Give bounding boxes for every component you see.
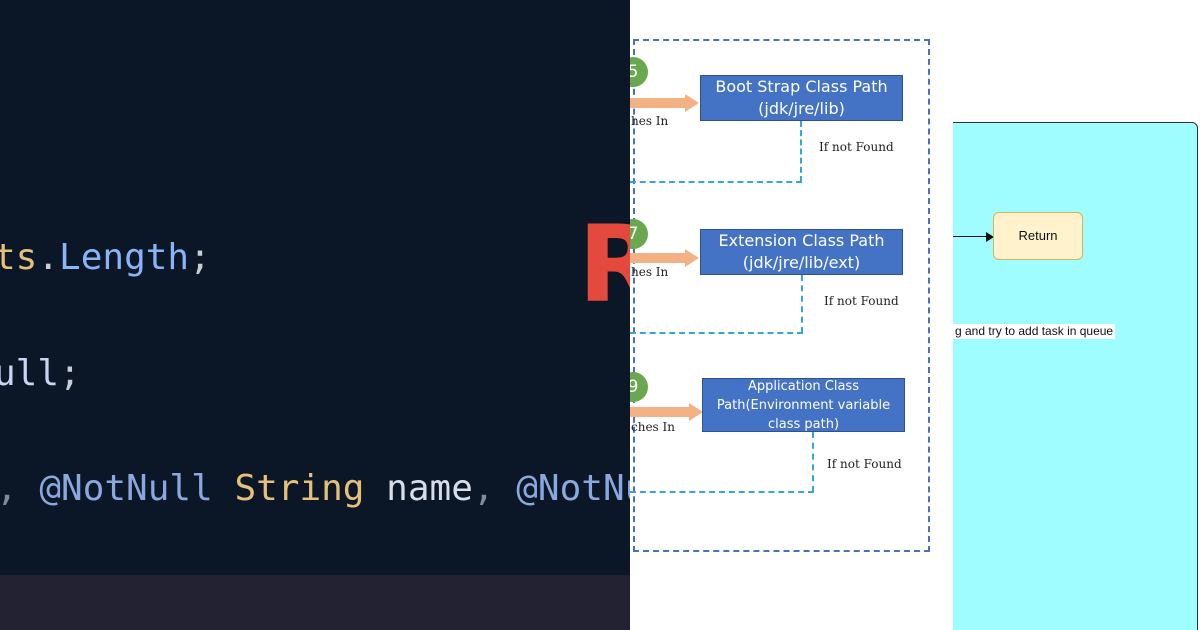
code-keyword: ull: [0, 353, 60, 394]
step-number-circle: 9: [630, 372, 648, 402]
editor-footer-bar: [0, 575, 630, 630]
code-line-length: ts.Length;: [0, 238, 211, 278]
code-separator: ,: [0, 468, 40, 509]
box-line: Extension Class Path: [718, 231, 885, 250]
box-line: Path(Environment variable: [716, 397, 891, 413]
arrow-shaft: [630, 98, 686, 108]
arrow-shaft: [630, 253, 686, 263]
return-node: Return: [993, 212, 1083, 260]
dashed-connector: [630, 332, 803, 334]
dashed-connector: [630, 181, 802, 183]
flow-edge-caption: g and try to add task in queue: [953, 324, 1116, 339]
extension-classpath-box: Extension Class Path (jdk/jre/lib/ext): [700, 229, 903, 275]
dashed-connector: [630, 491, 814, 493]
arrow-head: [685, 249, 699, 267]
bootstrap-classpath-box: Boot Strap Class Path (jdk/jre/lib): [700, 75, 903, 121]
searches-in-label: ches In: [631, 420, 675, 434]
code-editor-panel: ts.Length; ull; , @NotNull String name, …: [0, 0, 630, 630]
code-type: String: [234, 468, 365, 509]
flow-arrow-line: [953, 236, 987, 237]
code-semicolon: ;: [59, 353, 81, 394]
arrow-head: [685, 94, 699, 112]
brand-letter: R: [578, 203, 630, 326]
not-found-label: If not Found: [824, 294, 899, 308]
code-identifier: ts: [0, 237, 38, 278]
diagram-dashed-frame: [633, 39, 930, 552]
application-classpath-box: Application Class Path(Environment varia…: [702, 378, 905, 432]
step-number-circle: 5: [630, 57, 648, 87]
box-line: (jdk/jre/lib/ext): [742, 253, 861, 272]
code-param-name: name: [386, 468, 473, 509]
code-line-params: , @NotNull String name, @NotNull: [0, 469, 630, 509]
dashed-connector: [812, 432, 814, 492]
box-line: class path): [767, 416, 840, 432]
arrow-shaft: [630, 407, 690, 417]
dashed-connector: [800, 121, 802, 182]
class-loader-diagram: 5 hes In Boot Strap Class Path (jdk/jre/…: [630, 0, 953, 630]
step-number-circle: 7: [630, 219, 648, 249]
code-semicolon: ;: [189, 237, 211, 278]
flowchart-region: [953, 122, 1198, 630]
box-line: Boot Strap Class Path: [715, 77, 888, 96]
arrow-head: [689, 403, 703, 421]
not-found-label: If not Found: [819, 140, 894, 154]
searches-in-label: hes In: [631, 265, 669, 279]
not-found-label: If not Found: [827, 457, 902, 471]
code-dot: .: [37, 237, 60, 278]
dashed-connector: [801, 275, 803, 333]
box-line: Application Class: [748, 378, 859, 394]
box-line: (jdk/jre/lib): [758, 99, 845, 118]
searches-in-label: hes In: [631, 114, 669, 128]
code-comma: ,: [472, 468, 495, 509]
code-property: Length: [59, 237, 190, 278]
code-annotation: @NotNull: [516, 468, 630, 509]
flowchart-panel: Return g and try to add task in queue: [953, 0, 1200, 630]
code-annotation: @NotNull: [39, 468, 213, 509]
code-line-null: ull;: [0, 354, 81, 394]
flow-arrow-head: [986, 232, 994, 242]
